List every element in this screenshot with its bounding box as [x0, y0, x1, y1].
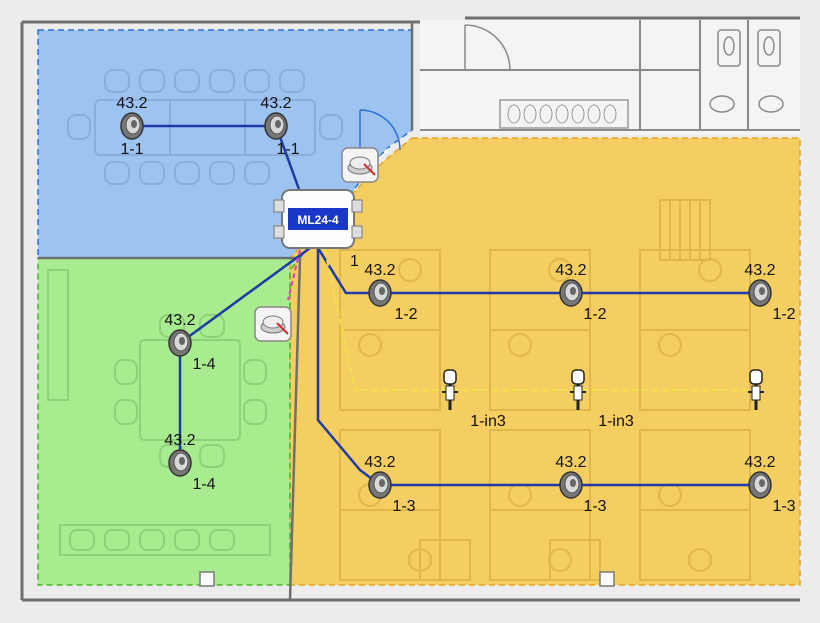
- wall-fixtures: [199, 571, 615, 587]
- volume-knob-icon[interactable]: [254, 306, 292, 342]
- speaker-channel: 1-2: [583, 306, 606, 323]
- hub-ml24-4[interactable]: ML24-4: [273, 189, 363, 249]
- speaker-3[interactable]: 43.2 1-2: [364, 262, 417, 323]
- speaker-6[interactable]: 43.2 1-4: [164, 312, 215, 373]
- microphone-icon: [570, 369, 586, 410]
- speaker-channel: 1-2: [772, 306, 795, 323]
- speaker-4[interactable]: 43.2 1-2: [555, 262, 606, 323]
- speaker-channel: 1-3: [583, 498, 606, 515]
- input-device-2[interactable]: 1-in3: [570, 369, 634, 430]
- restroom-area: [420, 20, 800, 135]
- speaker-channel: 1-1: [276, 141, 299, 158]
- zone-yellow: [290, 138, 800, 585]
- speaker-icon: [748, 279, 772, 307]
- speaker-channel: 1-3: [392, 498, 415, 515]
- speaker-value: 43.2: [116, 95, 147, 112]
- furniture-workstations: [339, 199, 751, 581]
- speaker-icon: [559, 471, 583, 499]
- speaker-icon: [168, 449, 192, 477]
- sink-icon: [499, 99, 629, 129]
- speaker-icon: [120, 112, 144, 140]
- partition-walls: [38, 22, 414, 601]
- speaker-9[interactable]: 43.2 1-3: [555, 454, 606, 515]
- speaker-value: 43.2: [260, 95, 291, 112]
- microphone-icon: [442, 369, 458, 410]
- speaker-8[interactable]: 43.2 1-3: [364, 454, 415, 515]
- hub-port-label: 1: [350, 253, 359, 270]
- speaker-channel: 1-4: [192, 476, 215, 493]
- speaker-channel: 1-4: [192, 356, 215, 373]
- speaker-value: 43.2: [555, 454, 586, 471]
- speaker-value: 43.2: [744, 454, 775, 471]
- volume-knob-icon[interactable]: [341, 147, 379, 183]
- speaker-value: 43.2: [744, 262, 775, 279]
- speaker-channel: 1-1: [120, 141, 143, 158]
- furniture-conference-top: [67, 69, 343, 185]
- microphone-icon: [748, 369, 764, 410]
- speaker-icon: [264, 112, 288, 140]
- building-walls: [20, 16, 800, 602]
- speaker-value: 43.2: [364, 262, 395, 279]
- hub-label: ML24-4: [297, 213, 339, 227]
- input-device-1[interactable]: 1-in3: [442, 369, 506, 430]
- input-device-label: 1-in3: [598, 413, 634, 430]
- door-icon: [464, 24, 511, 71]
- speaker-10[interactable]: 43.2 1-3: [744, 454, 795, 515]
- speaker-channel: 1-2: [394, 306, 417, 323]
- speaker-value: 43.2: [555, 262, 586, 279]
- speaker-value: 43.2: [164, 432, 195, 449]
- speaker-5[interactable]: 43.2 1-2: [744, 262, 795, 323]
- speaker-icon: [168, 329, 192, 357]
- speaker-1[interactable]: 43.2 1-1: [116, 95, 147, 158]
- toilet-icon: [709, 29, 784, 113]
- devices-layer: 43.2 1-1 43.2 1-1 43.2 1-2 43.2 1-2 43.2 1-2 43.2 1…: [116, 95, 795, 515]
- speaker-icon: [368, 279, 392, 307]
- speaker-2[interactable]: 43.2 1-1: [260, 95, 299, 158]
- speaker-7[interactable]: 43.2 1-4: [164, 432, 215, 493]
- speaker-value: 43.2: [364, 454, 395, 471]
- speaker-value: 43.2: [164, 312, 195, 329]
- input-device-3[interactable]: [748, 369, 764, 410]
- input-device-label: 1-in3: [470, 413, 506, 430]
- speaker-icon: [559, 279, 583, 307]
- speaker-channel: 1-3: [772, 498, 795, 515]
- speaker-icon: [748, 471, 772, 499]
- speaker-icon: [368, 471, 392, 499]
